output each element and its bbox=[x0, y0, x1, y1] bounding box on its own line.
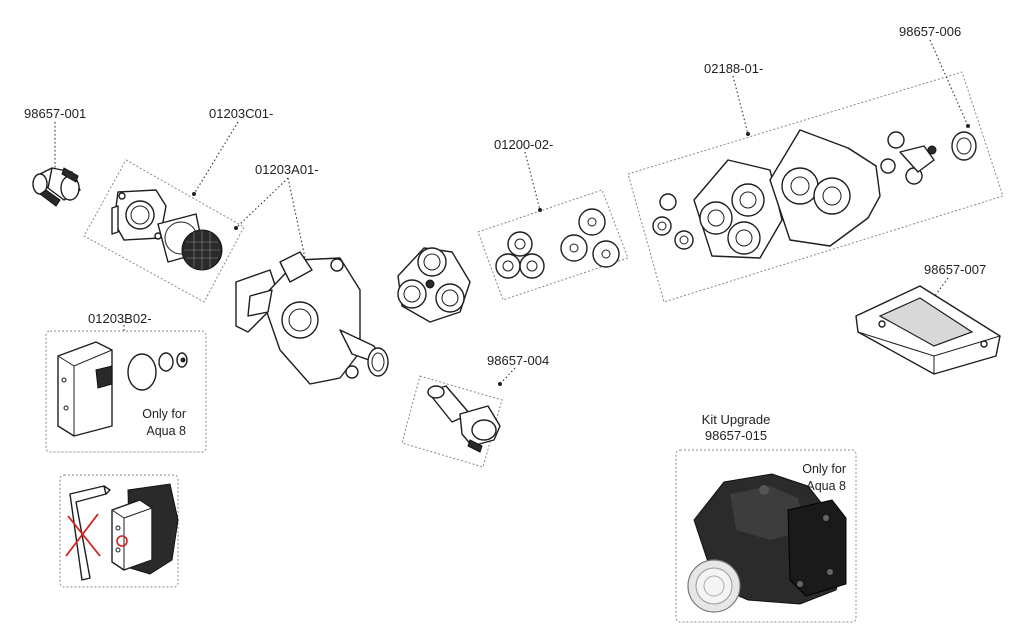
label-98657-006: 98657-006 bbox=[899, 24, 962, 39]
label-01203A01: 01203A01- bbox=[255, 162, 319, 177]
group-box-02188-01 bbox=[627, 71, 1004, 303]
label-01203C01: 01203C01- bbox=[209, 106, 274, 121]
note-b02-line2: Aqua 8 bbox=[146, 424, 186, 438]
note-kit-line1: Only for bbox=[802, 462, 846, 476]
note-kit-line2: Aqua 8 bbox=[806, 479, 846, 493]
label-01203B02: 01203B02- bbox=[88, 311, 152, 326]
part-01200-02-valves bbox=[495, 208, 620, 279]
group-box-01203C01 bbox=[83, 159, 245, 303]
label-01200-02: 01200-02- bbox=[494, 137, 554, 152]
kit-upgrade-pump-image bbox=[687, 473, 847, 613]
note-b02-line1: Only for bbox=[142, 407, 186, 421]
part-98657-001-fitting bbox=[32, 167, 81, 207]
kit-upgrade-title: Kit Upgrade bbox=[701, 412, 771, 427]
group-box-01203B02 bbox=[45, 330, 207, 453]
kit-upgrade-heading: Kit Upgrade 98657-015 bbox=[686, 412, 786, 444]
label-98657-004: 98657-004 bbox=[487, 353, 550, 368]
hex-key-icon bbox=[69, 485, 111, 581]
note-only-for-aqua8-b02: Only for Aqua 8 bbox=[126, 406, 186, 440]
kit-upgrade-part: 98657-015 bbox=[704, 428, 768, 443]
cross-mark-icon bbox=[65, 513, 101, 557]
group-box-kit-upgrade bbox=[675, 449, 857, 623]
red-circle-marker-icon bbox=[116, 535, 128, 547]
note-only-for-aqua8-kit: Only for Aqua 8 bbox=[784, 461, 846, 495]
label-98657-007: 98657-007 bbox=[924, 262, 987, 277]
group-box-hex-key bbox=[59, 474, 179, 588]
part-98657-007-base bbox=[855, 285, 1001, 375]
label-98657-001: 98657-001 bbox=[24, 106, 87, 121]
label-02188-01: 02188-01- bbox=[704, 61, 764, 76]
part-01203B02-switch-cover bbox=[57, 341, 188, 437]
part-98657-004-fitting bbox=[427, 385, 501, 453]
part-valve-assembly bbox=[397, 247, 471, 323]
group-box-98657-004 bbox=[401, 375, 503, 468]
part-01203A01-housing bbox=[235, 251, 389, 385]
part-02188-01-drive bbox=[652, 129, 977, 259]
part-01203C01-cover-gasket bbox=[111, 189, 223, 271]
switch-cover-closeup bbox=[111, 483, 179, 575]
